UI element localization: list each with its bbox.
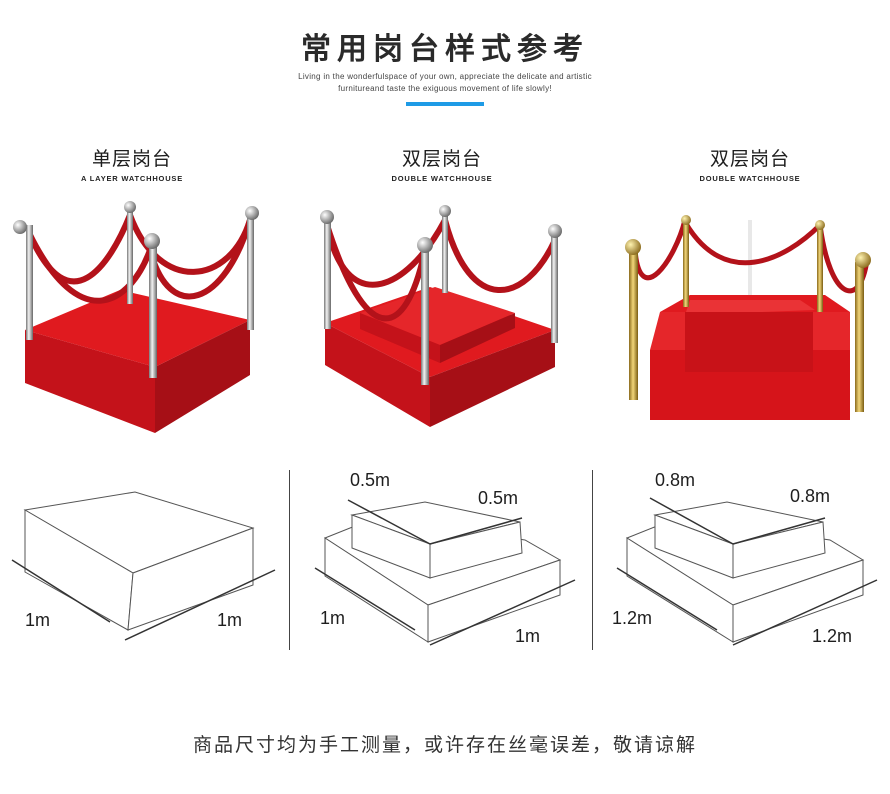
- platform-top: [25, 290, 250, 367]
- diagram-2-top-right-dimension: 0.5m: [478, 488, 519, 508]
- measurement-disclaimer: 商品尺寸均为手工测量，或许存在丝毫误差，敬请谅解: [192, 734, 697, 756]
- platform-side-face: [155, 320, 250, 433]
- column-separator-1: [289, 470, 290, 650]
- column-3-title: 双层岗台: [709, 148, 790, 170]
- double-layer-large-dimension-diagram: [616, 497, 878, 646]
- double-layer-gold-watchhouse-photo: [625, 215, 871, 420]
- column-1-subtitle: A LAYER WATCHHOUSE: [80, 174, 184, 183]
- page-subtitle-line-1: Living in the wonderfulspace of your own…: [298, 72, 592, 81]
- diagram-3-left-dimension: 1.2m: [612, 608, 653, 628]
- column-separator-2: [592, 470, 593, 650]
- diagram-2-top-left-dimension: 0.5m: [350, 470, 391, 490]
- diagram-1-right-dimension: 1m: [217, 610, 243, 630]
- diagram-3-right-dimension: 1.2m: [812, 626, 853, 646]
- column-2-subtitle: DOUBLE WATCHHOUSE: [391, 174, 493, 183]
- diagram-3-top-right-dimension: 0.8m: [790, 486, 831, 506]
- column-3-subtitle: DOUBLE WATCHHOUSE: [699, 174, 801, 183]
- post-ball-icon: [13, 220, 27, 234]
- single-layer-watchhouse-photo: [13, 201, 259, 433]
- column-2-title: 双层岗台: [401, 148, 482, 170]
- double-layer-watchhouse-photo: [320, 205, 562, 427]
- title-underline-bar: [406, 102, 484, 106]
- double-layer-dimension-diagram: [314, 499, 576, 646]
- diagram-3-top-left-dimension: 0.8m: [655, 470, 696, 490]
- single-layer-dimension-diagram: [11, 491, 276, 641]
- page-title: 常用岗台样式参考: [301, 32, 589, 67]
- diagram-2-right-dimension: 1m: [515, 626, 541, 646]
- diagram-1-left-dimension: 1m: [25, 610, 51, 630]
- diagram-2-left-dimension: 1m: [320, 608, 346, 628]
- page-subtitle-line-2: furnitureand taste the exiguous movement…: [338, 84, 552, 93]
- column-1-title: 单层岗台: [91, 148, 172, 170]
- platform-front-face: [25, 330, 155, 433]
